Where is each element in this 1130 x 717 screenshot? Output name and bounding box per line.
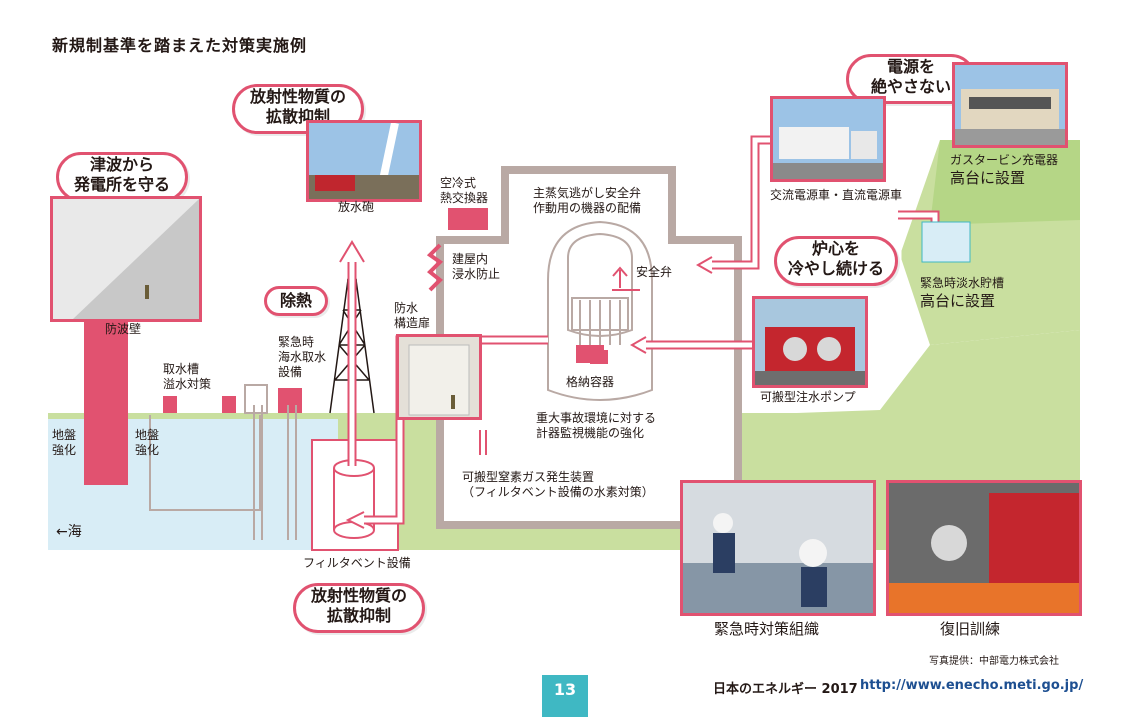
bubble-radiation-bottom: 放射性物質の 拡散抑制 [293, 583, 425, 633]
label-intake-line2: 溢水対策 [163, 377, 212, 391]
label-ground2-line1: 地盤 [135, 428, 160, 442]
pump-house [244, 384, 268, 414]
air-heat-exchanger-block [448, 208, 488, 230]
label-door-line2: 構造扉 [394, 316, 431, 330]
label-air-hx-line2: 熱交換器 [440, 191, 489, 205]
label-seawall: 防波壁 [105, 322, 142, 336]
bubble-core: 炉心を 冷やし続ける [774, 236, 898, 286]
label-ei-line3: 設備 [278, 365, 303, 379]
label-flood-line1: 建屋内 [452, 252, 489, 266]
label-emergency-intake: 緊急時 海水取水 設備 [278, 335, 326, 380]
intake-tank-block [163, 396, 177, 413]
bubble-heat-text: 除熱 [279, 291, 312, 310]
recovery-training-photo [886, 480, 1082, 616]
high-plateau-top [930, 140, 1080, 225]
label-emergency-org: 緊急時対策組織 [714, 620, 820, 638]
label-door-line1: 防水 [394, 301, 419, 315]
label-fresh-water-line2: 高台に設置 [920, 292, 996, 310]
label-flood-prevention: 建屋内 浸水防止 [452, 252, 500, 282]
label-recovery: 復旧訓練 [940, 620, 1001, 638]
label-safety-valve: 安全弁 [636, 265, 673, 279]
label-nitrogen: 可搬型窒素ガス発生装置 （フィルタベント設備の水素対策） [462, 470, 654, 500]
intake-block-2 [222, 396, 236, 413]
label-sea: ←海 [56, 524, 82, 540]
label-power-truck: 交流電源車・直流電源車 [770, 188, 903, 202]
page-number: 13 [542, 675, 588, 717]
footer-url-link[interactable]: http://www.enecho.meti.go.jp/ [860, 678, 1084, 693]
label-ground-2: 地盤 強化 [135, 428, 159, 458]
bubble-tsunami: 津波から 発電所を守る [56, 152, 188, 202]
bubble-radiation-bottom-line1: 放射性物質の [310, 586, 407, 605]
bubble-tsunami-line1: 津波から [89, 155, 154, 174]
label-relief-line1: 主蒸気逃がし安全弁 [533, 186, 642, 200]
bubble-core-line1: 炉心を [811, 239, 860, 258]
label-containment: 格納容器 [566, 375, 615, 389]
label-monitoring-line2: 計器監視機能の強化 [536, 426, 645, 440]
bubble-power-line2: 絶やさない [870, 77, 951, 96]
power-truck-photo [770, 96, 886, 182]
label-filter-vent: フィルタベント設備 [303, 556, 411, 570]
fresh-water-tank [921, 221, 971, 263]
label-nitrogen-line2: （フィルタベント設備の水素対策） [462, 485, 654, 499]
bubble-radiation-bottom-line2: 拡散抑制 [326, 606, 391, 625]
label-air-hx-line1: 空冷式 [440, 176, 477, 190]
label-ei-line2: 海水取水 [278, 350, 327, 364]
label-ground1-line1: 地盤 [52, 428, 77, 442]
bubble-heat: 除熱 [264, 286, 328, 316]
label-intake-line1: 取水槽 [163, 362, 200, 376]
label-air-hx: 空冷式 熱交換器 [440, 176, 488, 206]
label-pump: 可搬型注水ポンプ [760, 390, 856, 404]
label-intake: 取水槽 溢水対策 [163, 362, 211, 392]
label-relief-line2: 作動用の機器の配備 [533, 201, 642, 215]
label-ei-line1: 緊急時 [278, 335, 315, 349]
label-ground2-line2: 強化 [135, 443, 160, 457]
seawater-intake-block [278, 388, 302, 413]
label-relief-valve: 主蒸気逃がし安全弁 作動用の機器の配備 [533, 186, 641, 216]
label-nitrogen-line1: 可搬型窒素ガス発生装置 [462, 470, 595, 484]
gas-turbine-photo [952, 62, 1068, 148]
watertight-door-photo [396, 334, 482, 420]
label-fresh-water: 緊急時淡水貯槽 高台に設置 [920, 276, 1004, 311]
seawall-photo [50, 196, 202, 322]
photo-credit: 写真提供：中部電力株式会社 [929, 656, 1059, 667]
bubble-radiation-top-line1: 放射性物質の [249, 87, 346, 106]
seawall-base [84, 300, 128, 485]
footer-publication: 日本のエネルギー 2017 [713, 682, 858, 697]
label-ground1-line2: 強化 [52, 443, 77, 457]
bubble-power-line1: 電源を [886, 57, 935, 76]
intake-channel [149, 415, 261, 511]
page-title: 新規制基準を踏まえた対策実施例 [52, 36, 308, 55]
label-gas-turbine-line2: 高台に設置 [950, 169, 1026, 187]
pump-photo [752, 296, 868, 388]
emergency-org-photo [680, 480, 876, 616]
label-gas-turbine-line1: ガスタービン充電器 [950, 153, 1059, 167]
bubble-tsunami-line2: 発電所を守る [73, 175, 170, 194]
label-fresh-water-line1: 緊急時淡水貯槽 [920, 276, 1005, 290]
label-water-cannon: 放水砲 [338, 200, 375, 214]
label-ground-1: 地盤 強化 [52, 428, 76, 458]
bubble-core-line2: 冷やし続ける [787, 259, 884, 278]
water-cannon-photo [306, 120, 422, 202]
label-monitoring: 重大事故環境に対する 計器監視機能の強化 [536, 411, 656, 441]
label-flood-line2: 浸水防止 [452, 267, 501, 281]
label-gas-turbine: ガスタービン充電器 高台に設置 [950, 153, 1058, 188]
label-monitoring-line1: 重大事故環境に対する [536, 411, 657, 425]
flood-zigzag [426, 243, 444, 292]
label-watertight-door: 防水 構造扉 [394, 301, 430, 331]
